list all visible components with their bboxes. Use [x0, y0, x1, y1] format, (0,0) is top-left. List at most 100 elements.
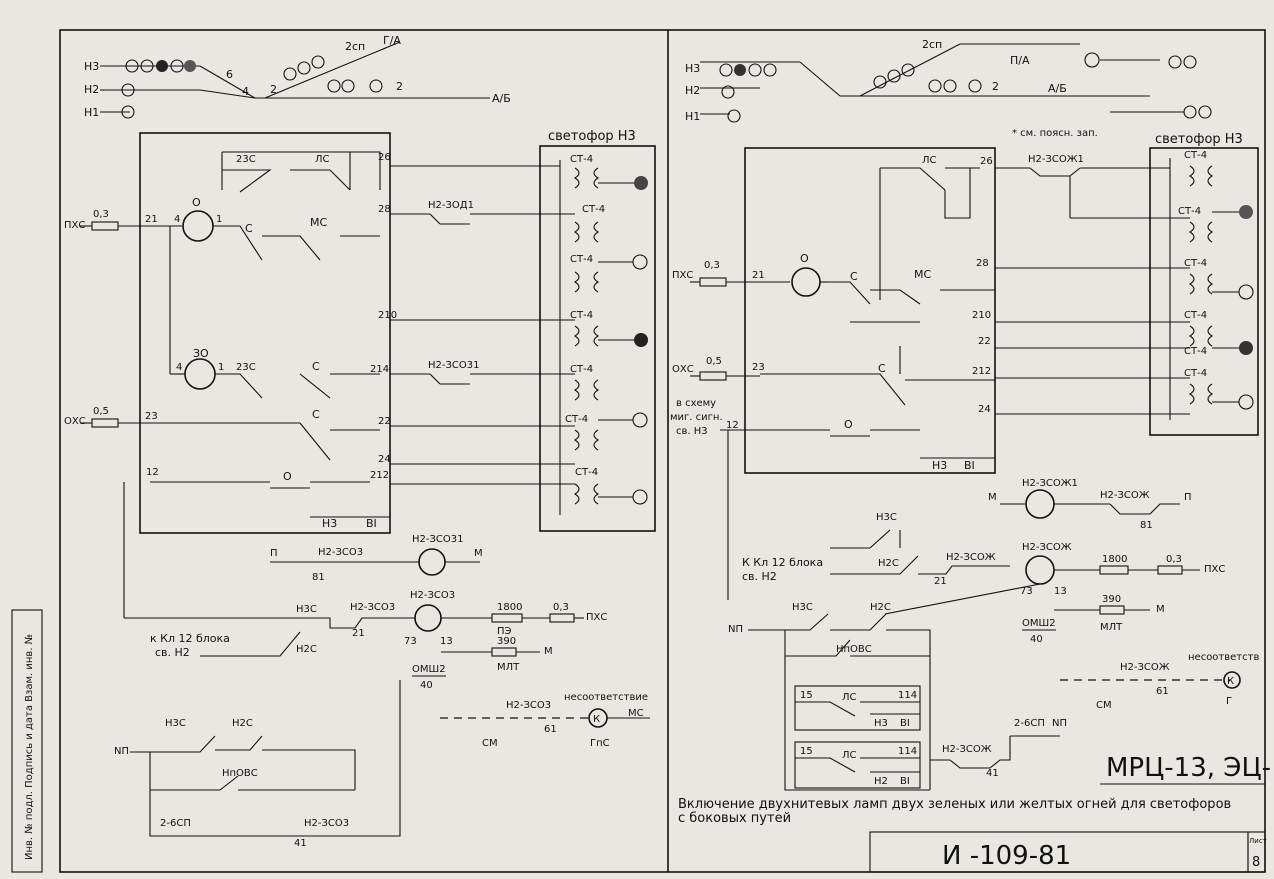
right-r1800: 1800	[1102, 554, 1127, 565]
left-pks-2: ПХС	[586, 612, 607, 623]
left-lamp-3	[634, 333, 648, 347]
right-n3s-2: Н3С	[792, 602, 813, 613]
left-nesootv: несоответствие	[564, 692, 648, 703]
left-box-label2: ВI	[366, 517, 377, 530]
right-coil2-label: Н2-ЗСОЖ	[1022, 542, 1072, 553]
right-wire-22: 22	[978, 336, 991, 347]
right-track-n2: Н2	[685, 84, 700, 97]
left-switch-2: 2	[270, 83, 277, 96]
right-npovs: НпОВС	[836, 644, 872, 655]
left-lower-circuit: Н2-ЗСО31 Н2-ЗСО3 П 81 М Н2-ЗСО3 Н2-ЗСО3 …	[114, 482, 650, 849]
left-wire-23: 23	[145, 411, 158, 422]
right-st4-2: СТ-4	[1178, 206, 1201, 217]
left-sp26: 2-6СП	[160, 818, 191, 829]
left-wire-numbers: 26 28 210 214 22 24 212 Н2-ЗОД1 Н2-ЗСО31	[370, 152, 575, 485]
right-sp26: 2-6СП	[1014, 718, 1045, 729]
left-track-n1: Н1	[84, 106, 99, 119]
right-fuse1-label: 0,3	[704, 260, 720, 271]
left-relay-n2zso3-1: Н2-ЗСО31	[428, 360, 479, 371]
right-st4-4: СТ-4	[1184, 310, 1207, 321]
right-n2s: Н2С	[878, 558, 899, 569]
left-contact-ls: ЛС	[315, 154, 330, 165]
right-coil4-ref: Н2-ЗСОЖ	[1120, 662, 1170, 673]
right-track-2: 2	[992, 80, 999, 93]
right-n81: 81	[1140, 520, 1153, 531]
sheet-number: 8	[1252, 855, 1260, 870]
left-wire-24: 24	[378, 454, 391, 465]
left-relay-o-label: О	[192, 196, 201, 209]
right-n40: 40	[1030, 634, 1043, 645]
right-wire-212: 212	[972, 366, 991, 377]
right-note: * см. поясн. зап.	[1012, 128, 1098, 139]
left-track-plan: Н3 Н2 Н1 6 4 2 2сп Г/А А/Б 2	[84, 34, 511, 119]
left-st4-7: СТ-4	[575, 467, 598, 478]
right-p: П	[1184, 492, 1192, 503]
left-n61: 61	[544, 724, 557, 735]
right-nesootv: несоответств	[1188, 652, 1259, 663]
right-wire-26: 26	[980, 156, 993, 167]
left-ms-out: МС	[628, 708, 644, 719]
left-n3-lamp-3	[156, 60, 168, 72]
left-n40: 40	[420, 680, 433, 691]
right-box-v1-2: ВI	[900, 776, 910, 787]
right-kkl12: К Кл 12 блока	[742, 556, 823, 569]
right-n114-1: 114	[898, 690, 917, 701]
right-contact-s-2: С	[878, 362, 886, 375]
right-n15-2: 15	[800, 746, 813, 757]
left-r390: 390	[497, 636, 516, 647]
right-signal-title: светофор Н3	[1155, 132, 1243, 147]
right-lower-circuit: Н2-ЗСОЖ1 М Н2-ЗСОЖ П 81 К Кл 12 блока св…	[728, 478, 1259, 791]
right-track-n3: Н3	[685, 62, 700, 75]
left-wire-21: 21	[145, 214, 158, 225]
right-k-sym: К	[1227, 676, 1234, 687]
right-pks-2: ПХС	[1204, 564, 1225, 575]
right-sm: СМ	[1096, 700, 1112, 711]
right-lamp-3	[1239, 341, 1253, 355]
left-lamp-sections: СТ-4 СТ-4 СТ-4 СТ-4 СТ-4 СТ-4 СТ-4	[559, 154, 648, 515]
right-fuse2-label: 0,5	[706, 356, 722, 367]
left-wire-28: 28	[378, 204, 391, 215]
right-contacts: ЛС С МС С О	[745, 155, 995, 437]
right-wire-23: 23	[752, 362, 765, 373]
right-track-plan: Н3 Н2 Н1 2сп П/А А/Б 2	[685, 38, 1212, 123]
right-n2s-2: Н2С	[870, 602, 891, 613]
right-st4-5: СТ-4	[1184, 346, 1207, 357]
right-m-2: М	[1156, 604, 1165, 615]
right-ls-box-1	[794, 685, 921, 731]
left-m: М	[474, 548, 483, 559]
left-contact-o: О	[283, 470, 292, 483]
left-contact-23s-2: 23С	[236, 362, 256, 373]
right-np: NП	[728, 624, 743, 635]
left-n3-lamp-5	[184, 60, 196, 72]
left-relay-n2zso3-2: Н2-ЗСО3	[350, 602, 395, 613]
left-n21-2: 21	[352, 628, 365, 639]
right-relay-box	[744, 147, 996, 474]
left-n3-lamp-1	[125, 59, 139, 73]
left-n2-lamp	[121, 83, 135, 97]
right-contact-ms: МС	[914, 268, 931, 281]
left-box-label: Н3	[322, 517, 337, 530]
left-relay-zo-label: ЗО	[193, 347, 209, 360]
left-n3-lamp-2	[140, 59, 154, 73]
right-box-label: Н3	[932, 459, 947, 472]
right-sv-n3: св. Н3	[676, 426, 708, 437]
left-r1800: 1800	[497, 602, 522, 613]
left-contact-s-2: С	[312, 360, 320, 373]
right-box-v1-1: ВI	[900, 718, 910, 729]
left-contact-ms: МС	[310, 216, 327, 229]
right-wire-numbers: 26 28 210 22 212 24 Н2-ЗСОЖ1	[972, 154, 1190, 415]
right-svn2: св. Н2	[742, 570, 777, 583]
margin-text: Инв. № подл. Подпись и дата Взам. инв. №	[24, 634, 35, 860]
right-pin-13: 13	[1054, 586, 1067, 597]
right-lamp-sections: СТ-4 СТ-4 СТ-4 СТ-4 СТ-4 СТ-4	[1169, 150, 1254, 420]
sheet-frame	[59, 29, 1266, 873]
left-n2zso3-4: Н2-ЗСО3	[304, 818, 349, 829]
right-mlt: МЛТ	[1100, 622, 1123, 633]
left-wire-212: 212	[370, 470, 389, 481]
left-st4-4: СТ-4	[570, 310, 593, 321]
left-zo-pin-4: 4	[176, 362, 182, 373]
left-n2zso3-3: Н2-ЗСО3	[506, 700, 551, 711]
right-k-relay	[1223, 671, 1241, 689]
right-contact-ls: ЛС	[922, 155, 937, 166]
caption-line-1: Включение двухнитевых ламп двух зеленых …	[678, 797, 1231, 812]
